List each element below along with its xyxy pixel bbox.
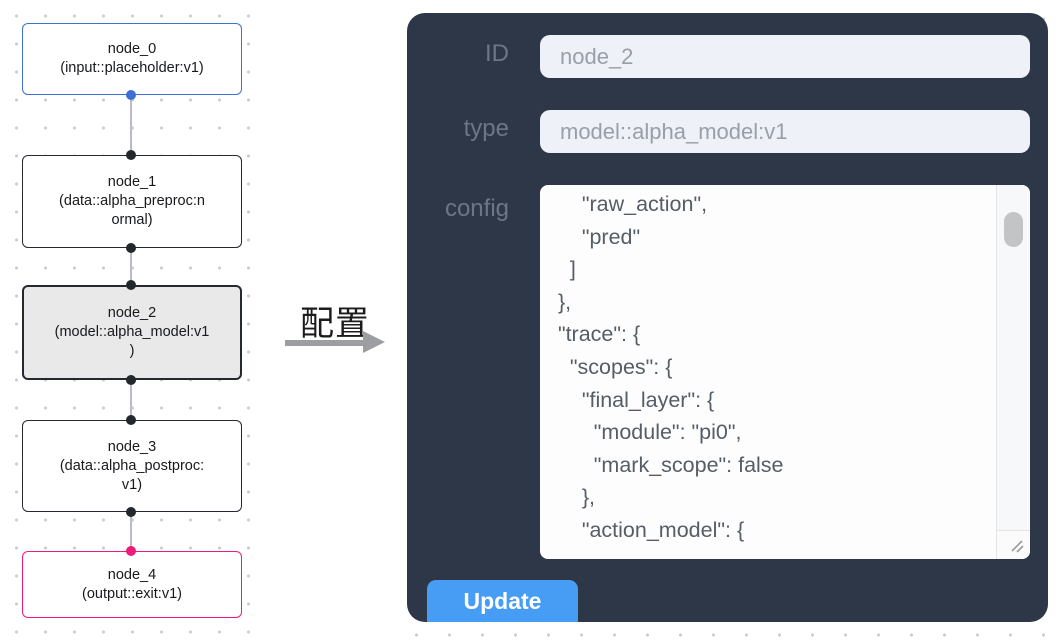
port-node2-out[interactable]	[126, 375, 136, 385]
arrow-head	[363, 331, 385, 353]
edge-node3-node4	[130, 512, 132, 551]
textarea-resize-handle-icon[interactable]	[996, 530, 1030, 559]
edge-node2-node3	[130, 380, 132, 420]
type-input[interactable]	[540, 110, 1030, 153]
port-node3-out[interactable]	[126, 507, 136, 517]
annotation-config-label: 配置	[300, 305, 370, 343]
config-scrollbar-thumb[interactable]	[1004, 212, 1023, 247]
node-config-panel: ID type config "raw_action", "pred" ] },…	[407, 13, 1048, 622]
id-label: ID	[485, 40, 509, 67]
edge-node0-node1	[130, 95, 132, 155]
flow-node-node0[interactable]: node_0 (input::placeholder:v1)	[22, 23, 242, 95]
config-json-text: "raw_action", "pred" ] }, "trace": { "sc…	[557, 192, 784, 542]
port-node1-out[interactable]	[126, 243, 136, 253]
flow-node-node1[interactable]: node_1 (data::alpha_preproc:n ormal)	[22, 155, 242, 248]
config-scrollbar-track[interactable]	[996, 185, 1030, 559]
right-arrow-icon	[285, 331, 385, 353]
port-node2-in[interactable]	[126, 280, 136, 290]
config-label: config	[444, 195, 509, 222]
flow-node-node2-selected[interactable]: node_2 (model::alpha_model:v1 )	[22, 285, 242, 380]
type-label: type	[463, 115, 509, 142]
port-node0-out[interactable]	[126, 90, 136, 100]
editor-canvas-right: ID type config "raw_action", "pred" ] },…	[390, 0, 1062, 643]
update-button[interactable]: Update	[427, 580, 578, 622]
config-textarea[interactable]: "raw_action", "pred" ] }, "trace": { "sc…	[540, 185, 1030, 559]
port-node4-in[interactable]	[126, 546, 136, 556]
edge-node1-node2	[130, 248, 132, 285]
flow-node-node4[interactable]: node_4 (output::exit:v1)	[22, 551, 242, 618]
flow-canvas[interactable]: node_0 (input::placeholder:v1) node_1 (d…	[0, 0, 272, 643]
id-input[interactable]	[540, 35, 1030, 78]
port-node1-in[interactable]	[126, 150, 136, 160]
flow-node-node3[interactable]: node_3 (data::alpha_postproc: v1)	[22, 420, 242, 512]
arrow-shaft	[285, 340, 365, 346]
port-node3-in[interactable]	[126, 415, 136, 425]
